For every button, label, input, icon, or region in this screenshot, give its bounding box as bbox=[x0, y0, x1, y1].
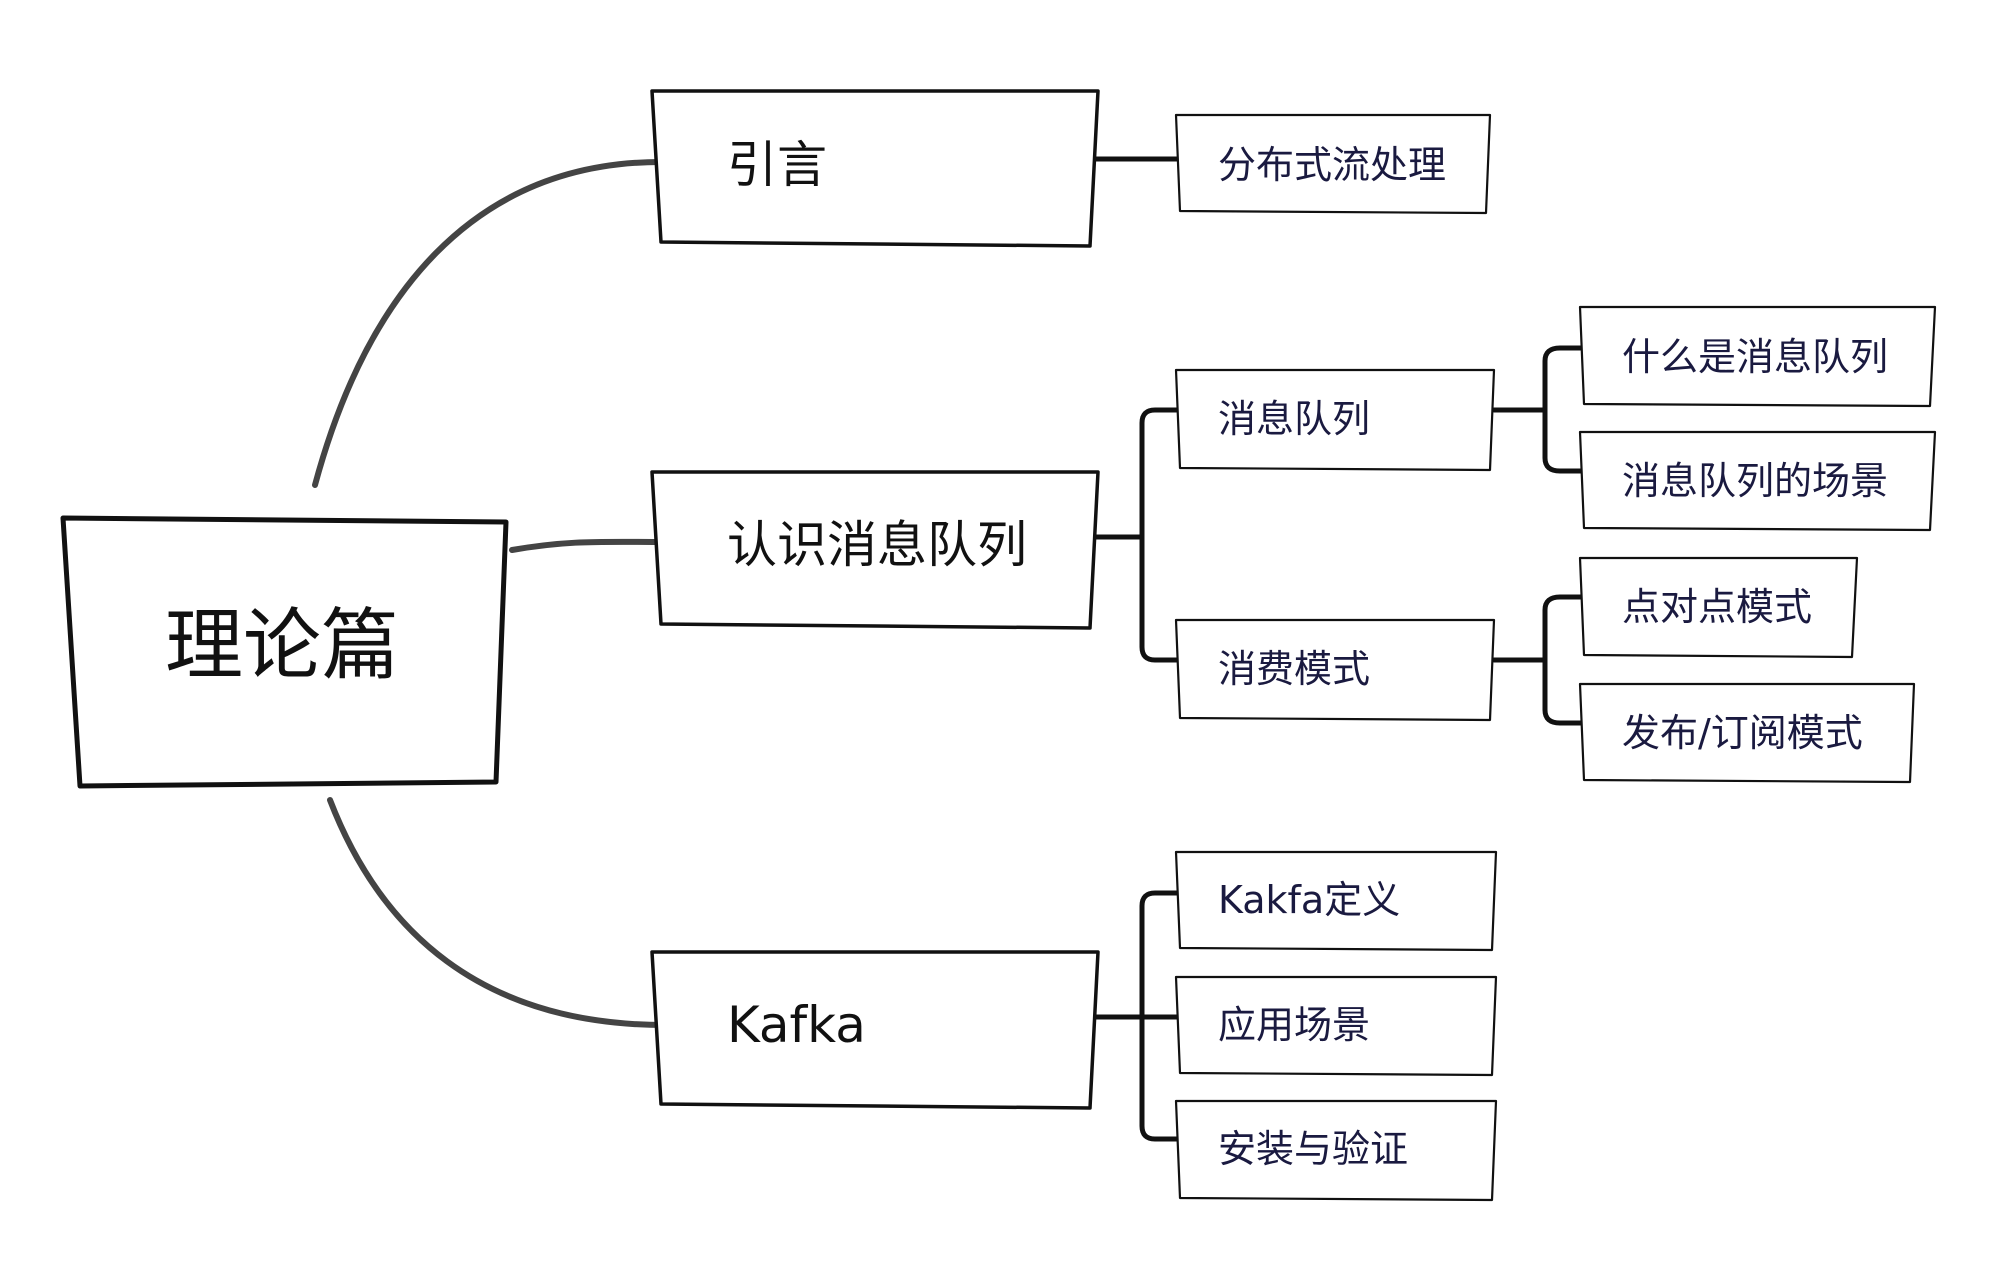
leaf-node-distributed-stream-label: 分布式流处理 bbox=[1218, 143, 1446, 187]
connector-mq-sub-children bbox=[1491, 345, 1595, 474]
subnode-message-queue-label: 消息队列 bbox=[1218, 397, 1370, 441]
connector-root-mq bbox=[509, 538, 668, 553]
leaf-node-pub-sub[interactable]: 发布/订阅模式 bbox=[1578, 682, 1916, 784]
leaf-node-mq-scenarios-label: 消息队列的场景 bbox=[1622, 459, 1888, 503]
connector-kafka-children bbox=[1085, 890, 1189, 1142]
subnode-consume-mode-box bbox=[1174, 618, 1496, 722]
root-node[interactable]: 理论篇 bbox=[60, 515, 509, 789]
branch-node-intro-label: 引言 bbox=[727, 136, 827, 194]
leaf-node-pub-sub-box bbox=[1578, 682, 1916, 784]
leaf-node-use-cases-box bbox=[1174, 975, 1498, 1077]
leaf-node-what-is-mq-label: 什么是消息队列 bbox=[1622, 335, 1888, 379]
leaf-node-distributed-stream[interactable]: 分布式流处理 bbox=[1174, 113, 1492, 215]
leaf-node-use-cases-label: 应用场景 bbox=[1218, 1003, 1370, 1047]
subnode-consume-mode[interactable]: 消费模式 bbox=[1174, 618, 1496, 722]
leaf-node-point-to-point-box bbox=[1578, 556, 1859, 659]
leaf-node-kafka-definition[interactable]: Kakfa定义 bbox=[1174, 850, 1498, 952]
leaf-node-kafka-definition-box bbox=[1174, 850, 1498, 952]
leaf-node-what-is-mq[interactable]: 什么是消息队列 bbox=[1578, 305, 1937, 408]
leaf-node-install-verify-box bbox=[1174, 1099, 1498, 1202]
branch-node-intro-box bbox=[650, 89, 1100, 248]
subnode-message-queue[interactable]: 消息队列 bbox=[1174, 368, 1496, 472]
branch-node-kafka[interactable]: Kafka bbox=[650, 950, 1100, 1110]
leaf-node-distributed-stream-box bbox=[1174, 113, 1492, 215]
root-node-box bbox=[60, 515, 509, 789]
leaf-node-what-is-mq-box bbox=[1578, 305, 1937, 408]
leaf-node-use-cases[interactable]: 应用场景 bbox=[1174, 975, 1498, 1077]
leaf-node-point-to-point[interactable]: 点对点模式 bbox=[1578, 556, 1859, 659]
leaf-node-install-verify[interactable]: 安装与验证 bbox=[1174, 1099, 1498, 1202]
connector-mq-children bbox=[1085, 407, 1189, 663]
leaf-node-point-to-point-label: 点对点模式 bbox=[1622, 585, 1812, 629]
branch-node-kafka-label: Kafka bbox=[727, 996, 866, 1054]
branch-node-mq[interactable]: 认识消息队列 bbox=[650, 470, 1100, 630]
subnode-message-queue-box bbox=[1174, 368, 1496, 472]
root-node-label: 理论篇 bbox=[165, 601, 399, 691]
leaf-node-mq-scenarios[interactable]: 消息队列的场景 bbox=[1578, 430, 1937, 532]
branch-node-mq-box bbox=[650, 470, 1100, 630]
branch-node-kafka-box bbox=[650, 950, 1100, 1110]
leaf-node-mq-scenarios-box bbox=[1578, 430, 1937, 532]
connector-consume-sub-children bbox=[1491, 594, 1595, 726]
subnode-consume-mode-label: 消费模式 bbox=[1218, 647, 1370, 691]
connector-root-kafka bbox=[327, 797, 668, 1028]
leaf-node-kafka-definition-label: Kakfa定义 bbox=[1218, 878, 1400, 922]
leaf-node-install-verify-label: 安装与验证 bbox=[1218, 1127, 1408, 1171]
connector-root-intro bbox=[312, 158, 668, 488]
branch-node-mq-label: 认识消息队列 bbox=[727, 516, 1027, 574]
branch-node-intro[interactable]: 引言 bbox=[650, 89, 1100, 248]
leaf-node-pub-sub-label: 发布/订阅模式 bbox=[1622, 711, 1863, 755]
